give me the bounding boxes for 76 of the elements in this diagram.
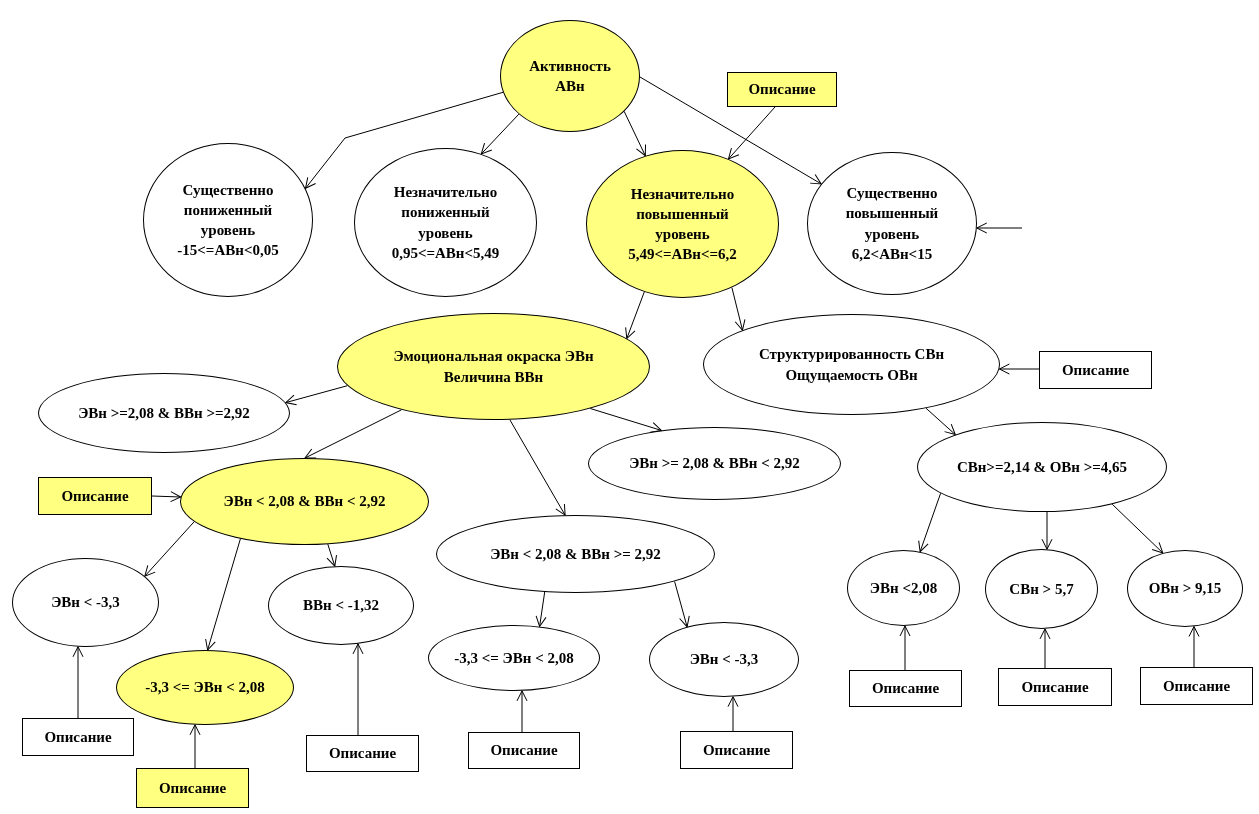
node-text: -3,3 <= ЭВн < 2,08 xyxy=(454,648,574,668)
description-box xyxy=(680,731,793,769)
node-text: ЭВн < -3,3 xyxy=(689,650,759,670)
arrow xyxy=(516,690,528,733)
node-text: Описание xyxy=(44,727,112,747)
description-box xyxy=(22,718,134,756)
arrow xyxy=(731,287,746,331)
arrow xyxy=(72,646,84,719)
node-text: Величина ВВн xyxy=(443,367,544,387)
arrow xyxy=(639,76,822,185)
arrow xyxy=(304,409,402,459)
arrow xyxy=(976,222,1023,234)
arrow xyxy=(352,643,364,736)
node-text: 5,49<=АВн<=6,2 xyxy=(628,245,737,265)
node-text: Описание xyxy=(871,679,940,699)
description-box xyxy=(136,768,249,808)
arrow xyxy=(326,543,337,567)
node-text: СВн > 5,7 xyxy=(1009,579,1074,599)
node-text: Описание xyxy=(61,486,129,506)
arrow xyxy=(535,591,547,627)
node-text: Незначительно пониженный уровень xyxy=(392,183,499,243)
node-text: 0,95<=АВн<5,49 xyxy=(391,243,500,263)
arrow xyxy=(674,581,690,628)
node-text: ЭВн >=2,08 & ВВн >=2,92 xyxy=(78,403,250,423)
node-text: Ощущаемость ОВн xyxy=(785,365,918,385)
node-text: ЭВн < 2,08 & ВВн >= 2,92 xyxy=(490,544,661,564)
node-text: Описание xyxy=(1061,360,1130,380)
node-text: ЭВн < -3,3 xyxy=(51,593,120,613)
node-text: Описание xyxy=(158,778,227,798)
description-box xyxy=(468,732,580,769)
arrow xyxy=(151,491,182,503)
arrow xyxy=(589,408,662,433)
arrow xyxy=(305,91,504,189)
node-text: Описание xyxy=(490,741,558,761)
node-text: ЭВн <2,08 xyxy=(869,578,938,598)
arrow xyxy=(998,363,1040,375)
description-box xyxy=(998,668,1112,706)
arrow xyxy=(625,291,645,339)
description-box xyxy=(1039,351,1152,389)
node-text: ОВн > 9,15 xyxy=(1148,579,1222,599)
arrow xyxy=(728,106,776,160)
node-text: Эмоциональная окраска ЭВн xyxy=(393,347,594,367)
node-text: -3,3 <= ЭВн < 2,08 xyxy=(145,678,265,698)
node-text: Структурированность СВн xyxy=(758,345,945,365)
arrow xyxy=(1039,628,1051,669)
node-text: Незначительно повышенный уровень xyxy=(629,184,736,244)
node-text: Описание xyxy=(702,740,771,760)
node-text: ЭВн >= 2,08 & ВВн < 2,92 xyxy=(629,454,800,474)
arrow xyxy=(727,696,739,732)
node-text: Существенно пониженный уровень xyxy=(181,180,275,240)
arrow xyxy=(509,419,566,516)
description-box xyxy=(849,670,962,707)
node-text: СВн>=2,14 & ОВн >=4,65 xyxy=(956,457,1128,477)
arrow xyxy=(285,385,348,406)
arrow xyxy=(205,538,241,651)
node-text: Активность АВн xyxy=(528,56,612,96)
node-text: ВВн < -1,32 xyxy=(303,596,379,616)
node-text: Описание xyxy=(1162,676,1231,696)
node-text: Существенно повышенный уровень xyxy=(844,184,940,244)
node-text: Описание xyxy=(328,744,397,764)
description-box xyxy=(306,735,419,772)
node-text: Описание xyxy=(748,80,816,100)
description-box xyxy=(38,477,152,515)
arrow xyxy=(1188,626,1200,668)
node-text: -15<=АВн<0,05 xyxy=(177,241,279,261)
arrow xyxy=(899,625,911,671)
description-box xyxy=(1140,667,1253,705)
description-box xyxy=(727,72,837,107)
arrow xyxy=(925,407,956,436)
arrow xyxy=(144,521,195,577)
node-text: ЭВн < 2,08 & ВВн < 2,92 xyxy=(223,492,386,512)
arrow xyxy=(189,724,201,769)
node-text: 6,2<АВн<15 xyxy=(851,244,933,264)
node-text: Описание xyxy=(1021,677,1089,697)
arrow xyxy=(1041,511,1053,550)
arrow xyxy=(1111,503,1164,554)
